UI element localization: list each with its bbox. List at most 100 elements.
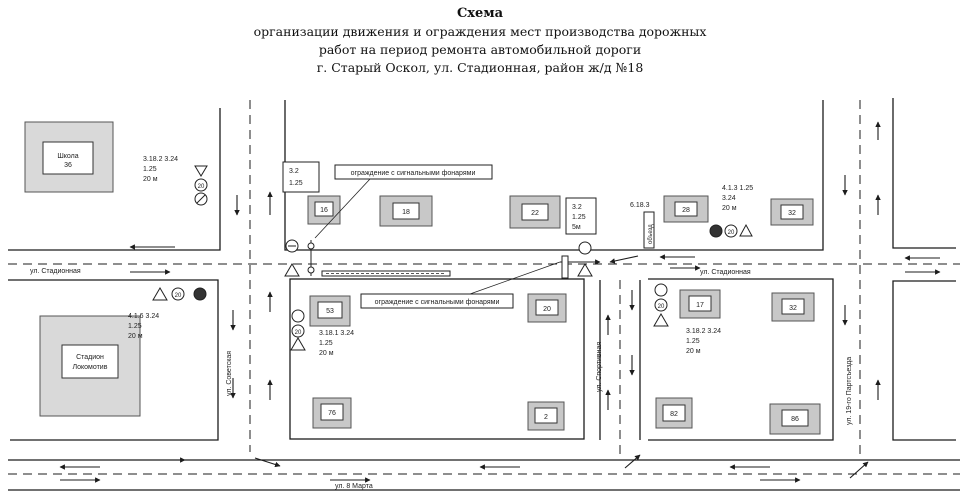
- svg-text:20: 20: [295, 330, 302, 336]
- street-labels: ул. Стадионная ул. Стадионная ул. 8 Март…: [30, 268, 853, 490]
- svg-text:1.25: 1.25: [572, 214, 586, 221]
- svg-text:20 м: 20 м: [143, 176, 158, 183]
- signal-lamp-icon: [307, 266, 315, 274]
- signal-post-icon: [561, 255, 569, 279]
- svg-text:3.18.1 3.24: 3.18.1 3.24: [319, 330, 354, 337]
- no-turn-icon: [291, 309, 305, 323]
- sign-text-school: 3.18.2 3.24 1.25 20 м: [143, 156, 178, 183]
- svg-text:22: 22: [531, 210, 539, 217]
- street-8-marta: ул. 8 Марта: [335, 483, 373, 490]
- building-2: 2: [527, 401, 565, 431]
- svg-text:20: 20: [728, 230, 735, 236]
- svg-text:1.25: 1.25: [686, 338, 700, 345]
- stadium-name: Локомотив: [73, 364, 108, 371]
- school-label: Школа: [57, 153, 78, 160]
- sign-group-left-work: [284, 239, 315, 277]
- svg-text:28: 28: [682, 207, 690, 214]
- building-18: 18: [379, 195, 433, 227]
- svg-text:20: 20: [198, 184, 205, 190]
- diagram-subtitle-line-1: организации движения и ограждения мест п…: [253, 24, 707, 39]
- sign-text-right-top: 4.1.3 1.25 3.24 20 м: [722, 185, 753, 212]
- building-school: Школа 36: [24, 121, 114, 193]
- svg-text:3.2: 3.2: [289, 168, 299, 175]
- warning-triangle-icon: [739, 223, 753, 237]
- svg-text:20 м: 20 м: [686, 348, 701, 355]
- svg-text:4.1.6 3.24: 4.1.6 3.24: [128, 313, 159, 320]
- speed-limit-icon: [654, 298, 668, 312]
- svg-text:4.1.3 1.25: 4.1.3 1.25: [722, 185, 753, 192]
- stadium-label: Стадион: [76, 354, 104, 361]
- svg-text:20 м: 20 м: [319, 350, 334, 357]
- building-76: 76: [312, 397, 352, 429]
- svg-text:ограждение с сигнальными фонар: ограждение с сигнальными фонарями: [351, 170, 476, 177]
- sign-text-stadium: 4.1.6 3.24 1.25 20 м: [128, 313, 159, 340]
- road-works-icon: [284, 263, 300, 277]
- building-17: 17: [679, 289, 721, 319]
- direction-arrow-icon: [709, 224, 723, 238]
- school-number: 36: [64, 162, 72, 169]
- building-86: 86: [769, 403, 821, 435]
- svg-text:3.18.2 3.24: 3.18.2 3.24: [686, 328, 721, 335]
- svg-text:82: 82: [670, 411, 678, 418]
- sign-group-stadium: 20: [152, 287, 207, 301]
- street-stadionnaya-right: ул. Стадионная: [700, 269, 751, 276]
- detour-word: объезд: [648, 224, 654, 244]
- building-20: 20: [527, 293, 567, 323]
- no-turn-icon: [654, 283, 668, 297]
- road-works-icon: [577, 263, 593, 277]
- speed-limit-icon: [194, 178, 208, 192]
- signal-lamp-icon: [307, 242, 315, 250]
- svg-text:ограждение с сигнальными фонар: ограждение с сигнальными фонарями: [375, 299, 500, 306]
- sign-group-block17: 20: [653, 283, 669, 327]
- svg-text:1.25: 1.25: [319, 340, 333, 347]
- svg-text:20 м: 20 м: [128, 333, 143, 340]
- building-28: 28: [663, 195, 709, 223]
- direction-arrow-icon: [193, 287, 207, 301]
- diagram-subtitle-line-2: работ на период ремонта автомобильной до…: [318, 42, 642, 57]
- work-zone-fence: [321, 270, 451, 277]
- fence-label-top: ограждение с сигнальными фонарями: [314, 164, 493, 239]
- street-stadionnaya-left: ул. Стадионная: [30, 268, 81, 275]
- building-16: 16: [307, 195, 341, 225]
- building-32-top: 32: [770, 198, 814, 226]
- sign-text-block53: 3.18.1 3.24 1.25 20 м: [319, 330, 354, 357]
- speed-limit-icon: [291, 324, 305, 338]
- svg-text:16: 16: [320, 207, 328, 214]
- svg-text:2: 2: [544, 414, 548, 421]
- svg-text:20: 20: [175, 293, 182, 299]
- street-sovetskaya: ул. Советская: [226, 351, 233, 396]
- warning-triangle-icon: [290, 337, 306, 351]
- street-19-partsyezda: ул. 19-го Партсъезда: [846, 357, 853, 425]
- building-53: 53: [309, 295, 351, 327]
- no-entry-icon: [578, 241, 592, 255]
- svg-text:32: 32: [789, 305, 797, 312]
- building-stadium: Стадион Локомотив: [39, 315, 141, 417]
- svg-text:32: 32: [788, 210, 796, 217]
- diagram-subtitle-line-3: г. Старый Оскол, ул. Стадионная, район ж…: [316, 60, 644, 75]
- svg-text:53: 53: [326, 308, 334, 315]
- svg-text:5м: 5м: [572, 224, 581, 231]
- sign-label-mid-work: 3.2 1.25 5м: [565, 197, 597, 235]
- svg-text:86: 86: [791, 416, 799, 423]
- building-82: 82: [655, 397, 693, 429]
- svg-text:20: 20: [543, 306, 551, 313]
- lane-centerlines: [8, 100, 960, 475]
- sign-label-left-work: 3.2 1.25: [282, 161, 320, 193]
- svg-text:1.25: 1.25: [143, 166, 157, 173]
- svg-text:20: 20: [658, 304, 665, 310]
- svg-text:76: 76: [328, 410, 336, 417]
- diagram-heading: Схема: [456, 6, 504, 21]
- svg-text:3.18.2 3.24: 3.18.2 3.24: [143, 156, 178, 163]
- sign-group-mid-work: [561, 241, 593, 279]
- svg-text:6.18.3: 6.18.3: [630, 202, 650, 209]
- street-sportivnaya: ул. Спортивная: [596, 342, 603, 392]
- sign-group-school: 20: [194, 165, 208, 206]
- speed-limit-icon: [724, 224, 738, 238]
- svg-text:18: 18: [402, 209, 410, 216]
- building-22: 22: [509, 195, 561, 229]
- sign-text-block17: 3.18.2 3.24 1.25 20 м: [686, 328, 721, 355]
- sign-group-block53: 20: [290, 309, 306, 351]
- svg-text:1.25: 1.25: [289, 180, 303, 187]
- fence-label-bottom: ограждение с сигнальными фонарями: [360, 261, 561, 309]
